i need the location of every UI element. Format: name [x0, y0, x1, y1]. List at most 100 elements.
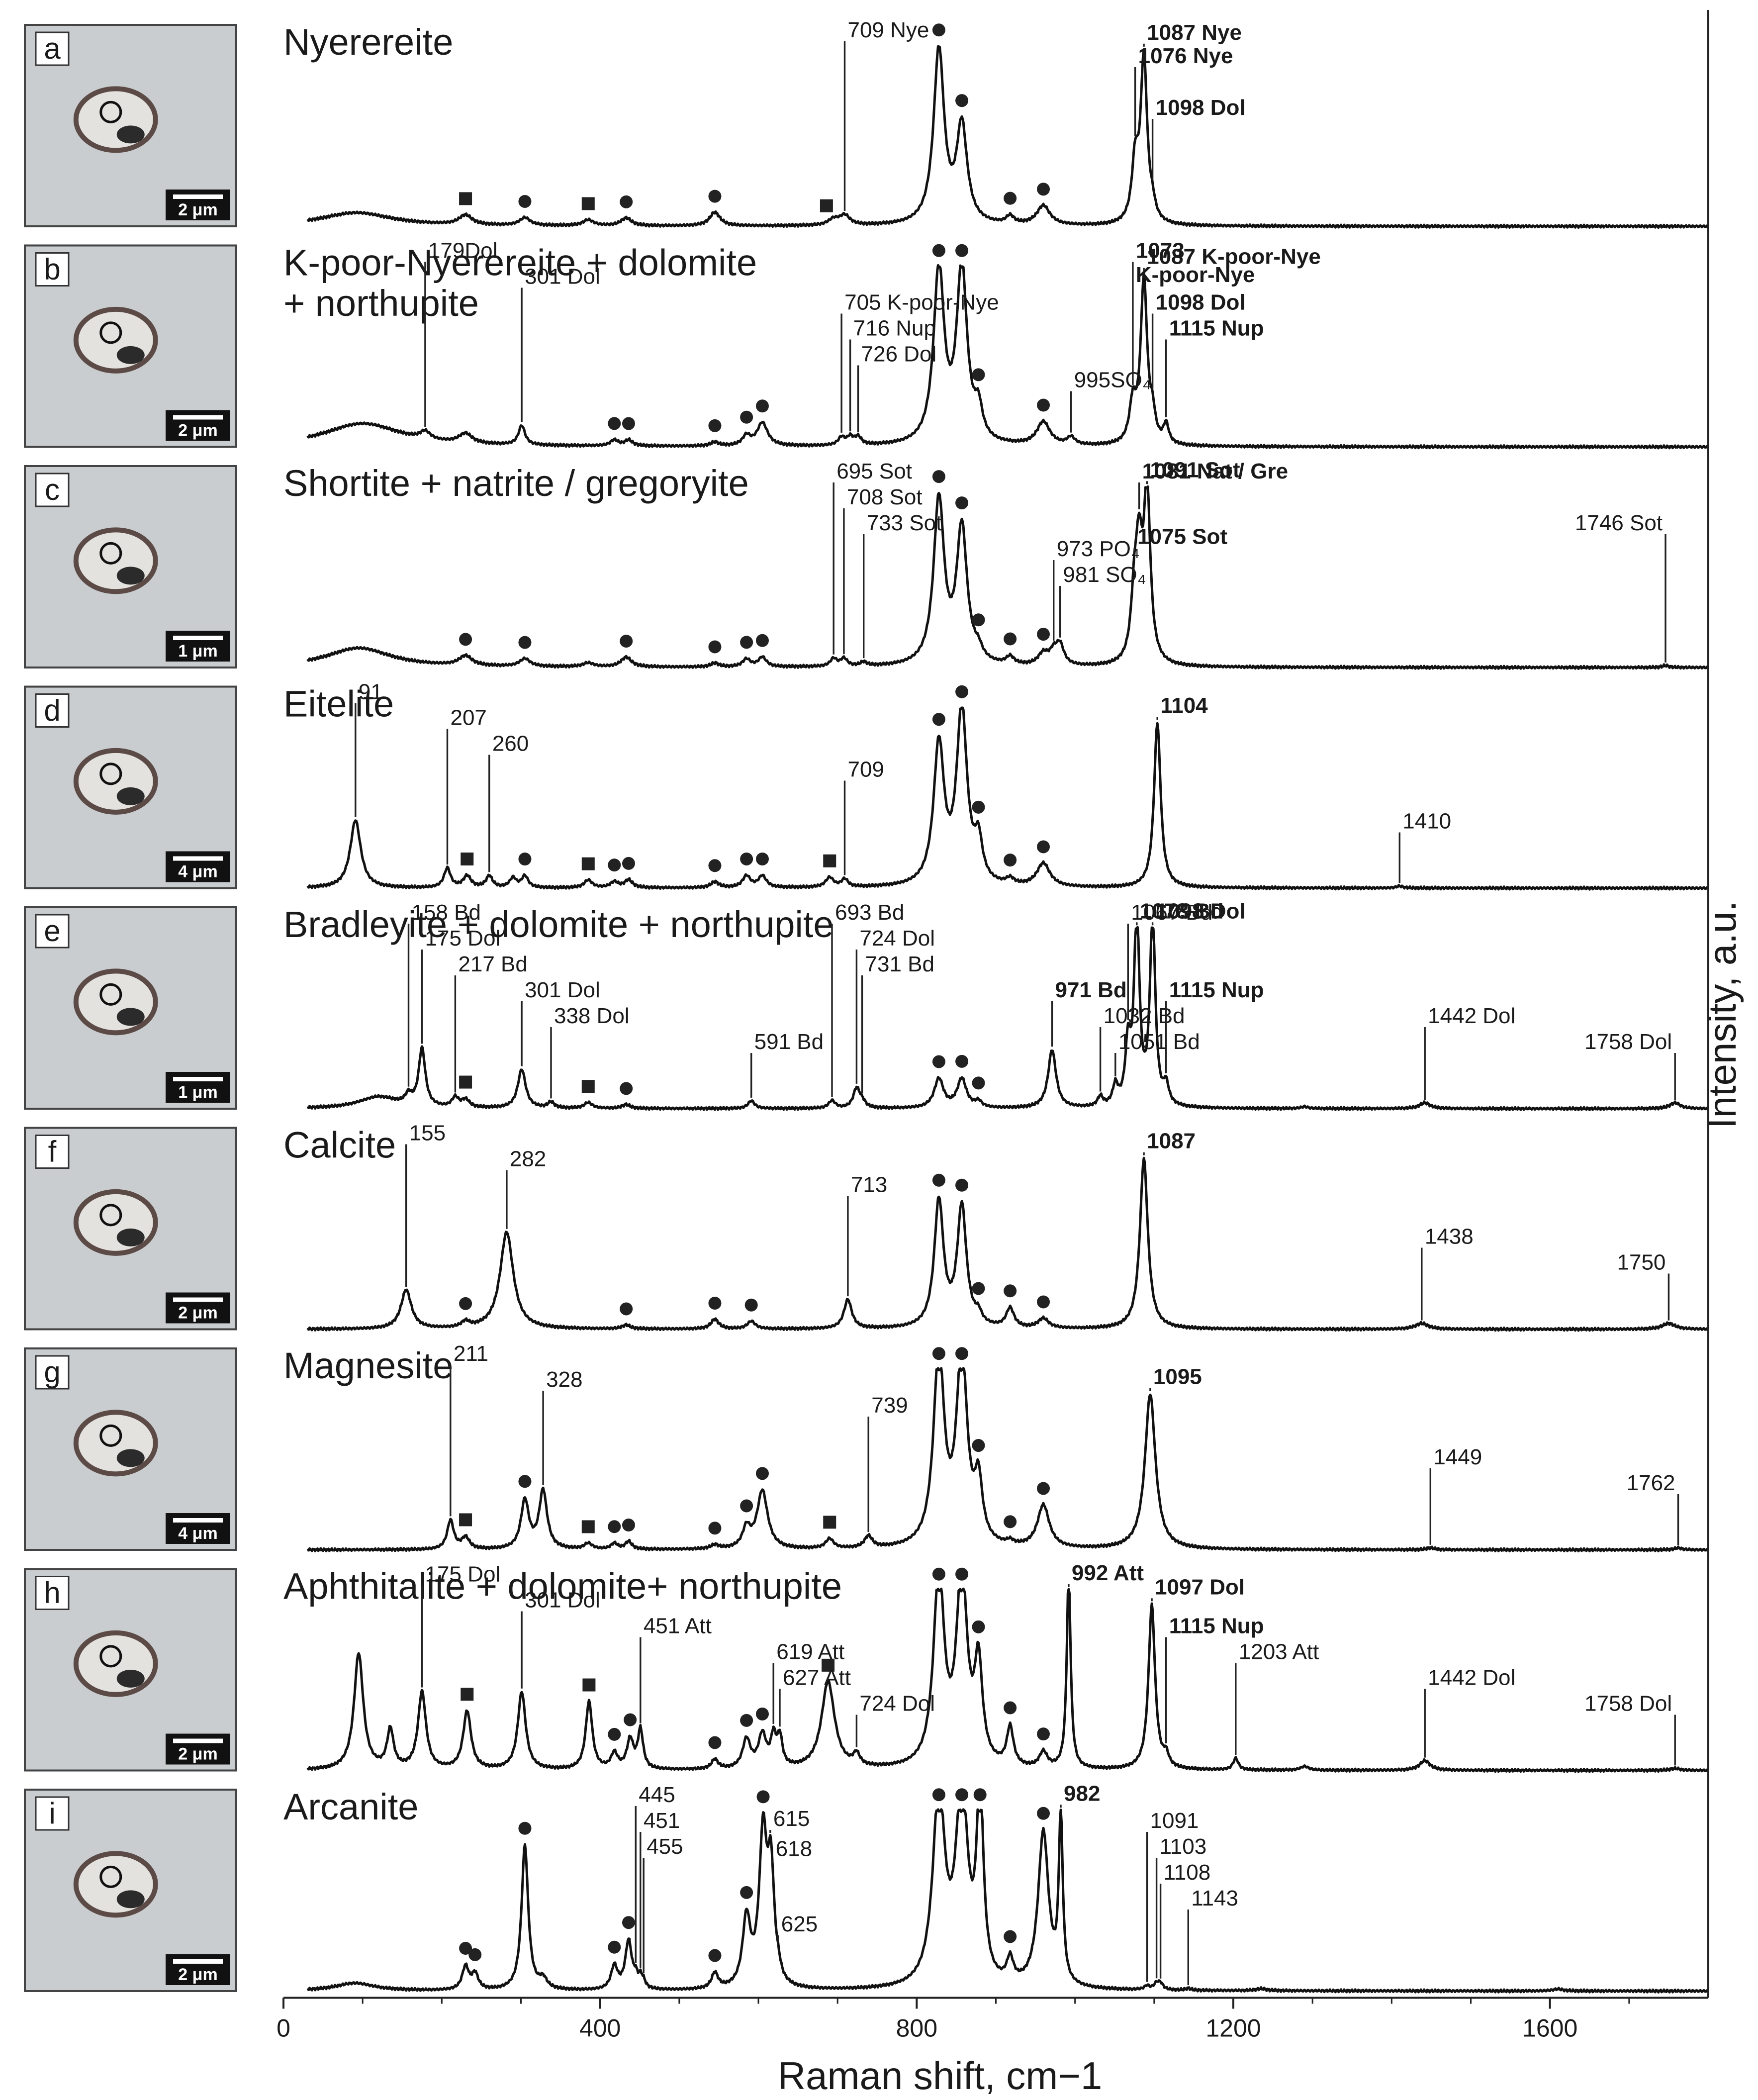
- scale-bar-label: 2 μm: [178, 1304, 217, 1323]
- square-peak-marker: [461, 1688, 474, 1701]
- circle-peak-marker: [1037, 1727, 1050, 1741]
- peak-label: 1410: [1402, 809, 1451, 834]
- peak-annotation: 1067 Bd: [1127, 900, 1212, 1020]
- peak-label: 1098 Dol: [1156, 95, 1246, 120]
- circle-peak-marker: [1037, 1807, 1050, 1820]
- peak-annotation: 1115 Nup: [1165, 1614, 1264, 1743]
- circle-peak-marker: [972, 368, 985, 382]
- scale-bar-label: 2 μm: [178, 1745, 217, 1764]
- circle-peak-marker: [620, 1082, 633, 1095]
- spectrum-line-f: [306, 1156, 1709, 1332]
- panel-title: Eitelite: [283, 683, 394, 725]
- square-peak-marker: [459, 192, 472, 205]
- circle-peak-marker: [955, 1347, 969, 1360]
- circle-peak-marker: [740, 852, 753, 865]
- peak-label: 1115 Nup: [1169, 1614, 1264, 1638]
- analysis-spot-marker: [99, 763, 122, 785]
- panel-letter: b: [44, 253, 60, 286]
- circle-peak-marker: [972, 613, 985, 627]
- peak-label: 282: [510, 1147, 546, 1171]
- spectrum-line-d: [306, 706, 1709, 891]
- peak-annotation: 1051 Bd: [1114, 1030, 1200, 1077]
- circle-peak-marker: [620, 1302, 633, 1316]
- circle-peak-marker: [1004, 1930, 1017, 1943]
- circle-peak-marker: [608, 859, 621, 872]
- circle-peak-marker: [972, 1282, 985, 1295]
- circle-peak-marker: [955, 1178, 969, 1192]
- peak-label: 155: [409, 1121, 446, 1145]
- circle-peak-marker: [932, 1173, 945, 1187]
- square-peak-marker: [822, 1658, 835, 1672]
- peak-label: 1103: [1160, 1834, 1207, 1859]
- scale-bar: [173, 636, 223, 640]
- peak-label: 338 Dol: [554, 1004, 630, 1028]
- circle-peak-marker: [1037, 183, 1050, 196]
- peak-label: 1746 Sot: [1575, 511, 1663, 535]
- circle-peak-marker: [740, 636, 753, 649]
- peak-annotation: 591 Bd: [750, 1030, 824, 1098]
- peak-label: 445: [639, 1783, 675, 1807]
- inclusion-dark-phase: [116, 1449, 145, 1467]
- peak-annotation: 91: [355, 680, 383, 817]
- circle-peak-marker: [1004, 1284, 1017, 1298]
- peak-annotation: 1076 Nye: [1134, 44, 1233, 136]
- peak-label: 693 Bd: [835, 900, 904, 925]
- square-peak-marker: [459, 1513, 472, 1527]
- peak-annotation: 1108: [1159, 1860, 1210, 1979]
- panel-title: Calcite: [283, 1125, 396, 1166]
- peak-label: 91: [359, 680, 383, 704]
- peak-annotation: 1098 Dol: [1151, 290, 1246, 389]
- circle-peak-marker: [1004, 1701, 1017, 1715]
- panel-title: Aphthitalite + dolomite+ northupite: [283, 1566, 842, 1607]
- peak-annotation: 301 Dol: [521, 978, 600, 1066]
- analysis-spot-marker: [99, 542, 122, 565]
- circle-peak-marker: [624, 1713, 637, 1726]
- scale-bar-label: 4 μm: [178, 1524, 217, 1543]
- circle-peak-marker: [708, 859, 722, 872]
- peak-label: 695 Sot: [836, 459, 912, 483]
- analysis-spot-marker: [99, 321, 122, 344]
- peak-annotation: 328: [542, 1367, 582, 1485]
- peak-annotation: 1203 Att: [1235, 1640, 1319, 1755]
- peak-annotation: 1097 Dol: [1151, 1575, 1245, 1602]
- peak-label: 726 Dol: [861, 342, 937, 367]
- peak-label: 1758 Dol: [1584, 1030, 1672, 1054]
- peak-annotation: 716 Nup: [849, 316, 936, 432]
- peak-annotation: 709 Nye: [843, 18, 929, 211]
- peak-annotation: 708 Sot: [843, 485, 923, 655]
- scale-bar: [173, 1077, 223, 1081]
- circle-peak-marker: [972, 800, 985, 814]
- peak-annotation: 301 Dol: [521, 1588, 600, 1689]
- peak-label: 995SO₄: [1074, 368, 1151, 392]
- peak-label: 615: [773, 1807, 810, 1831]
- peak-annotation: 211: [450, 1341, 488, 1517]
- peak-label: 1097 Dol: [1155, 1575, 1245, 1599]
- peak-label: 627 Att: [783, 1666, 851, 1690]
- panel-letter-box: [35, 914, 70, 949]
- scale-bar: [173, 194, 223, 199]
- circle-peak-marker: [622, 1519, 635, 1532]
- circle-peak-marker: [1037, 1482, 1050, 1495]
- circle-peak-marker: [518, 1475, 532, 1488]
- x-axis-label: Raman shift, cm−1: [778, 2054, 1102, 2098]
- circle-peak-marker: [468, 1948, 482, 1961]
- peak-annotation: 739: [867, 1393, 908, 1532]
- micrograph-a: a2 μm: [24, 24, 237, 227]
- scale-bar: [173, 1738, 223, 1743]
- panel-title: Magnesite: [283, 1345, 453, 1386]
- x-tick-label: 0: [277, 2014, 290, 2042]
- panel-letter: e: [44, 914, 60, 948]
- circle-peak-marker: [744, 1298, 758, 1312]
- spectrum-line-h: [306, 1587, 1709, 1773]
- circle-peak-marker: [955, 1054, 969, 1068]
- circle-peak-marker: [755, 399, 769, 413]
- peak-label: 1115 Nup: [1169, 316, 1264, 341]
- peak-annotation: 992 Att: [1068, 1561, 1144, 1587]
- circle-peak-marker: [755, 1707, 769, 1720]
- peak-annotation: 1091 Sot: [1146, 458, 1240, 484]
- circle-peak-marker: [518, 853, 532, 866]
- peak-label: 175 Dol: [425, 926, 501, 951]
